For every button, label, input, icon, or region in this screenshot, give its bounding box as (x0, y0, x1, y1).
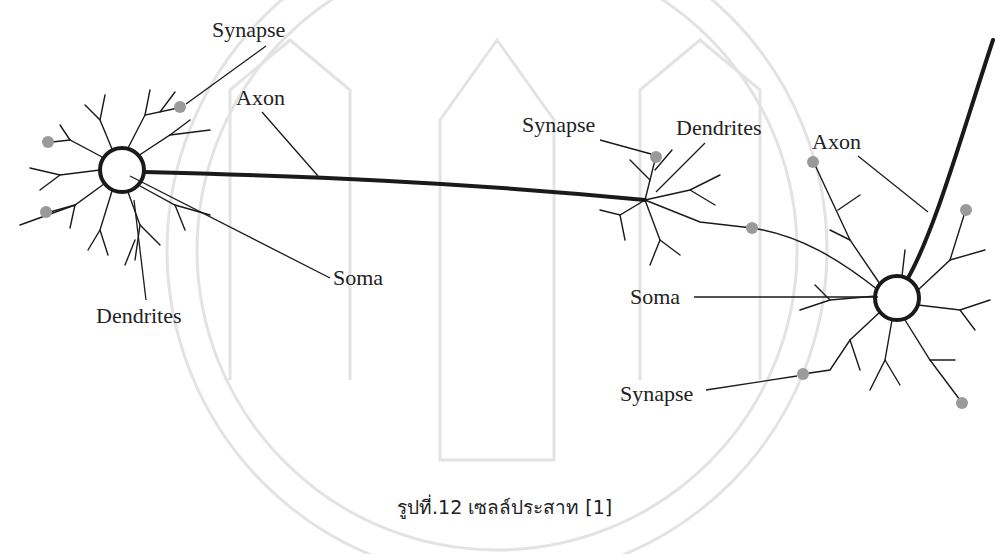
part-label: Synapse (522, 113, 595, 137)
part-label: Axon (812, 130, 861, 154)
part-label: Dendrites (96, 304, 182, 328)
part-label: Synapse (212, 18, 285, 42)
part-label: Axon (236, 86, 285, 110)
figure-caption: รูปที่.12 เซลล์ประสาท [1] (397, 496, 612, 519)
seal-watermark (167, 0, 827, 554)
neuron-drawing (20, 40, 993, 400)
part-label: Synapse (620, 382, 693, 406)
synapse-dots (40, 101, 972, 409)
part-label: Soma (630, 285, 680, 309)
part-label: Dendrites (676, 116, 762, 140)
leader-lines (130, 46, 928, 390)
part-label: Soma (333, 266, 383, 290)
